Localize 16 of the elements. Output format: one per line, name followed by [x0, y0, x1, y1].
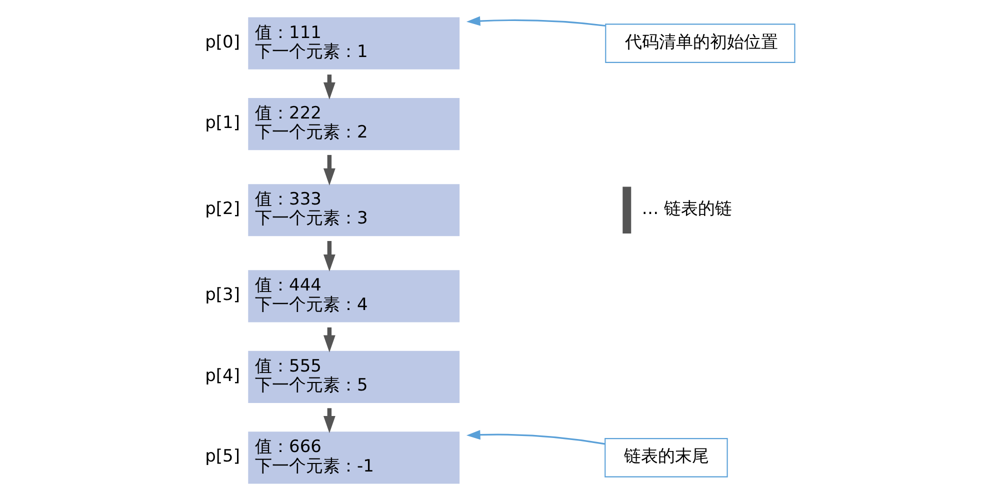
node-label: p[1] [204, 113, 240, 134]
node-label: p[4] [204, 366, 240, 386]
node-box: 代码清单的初始位置 [604, 24, 795, 63]
legend-label: … 链表的链 [641, 199, 732, 220]
arrow [322, 327, 335, 352]
node-label: p[2] [204, 199, 240, 220]
arrow [322, 408, 335, 434]
node-label: p[5] [204, 446, 240, 467]
arrow [322, 154, 335, 186]
arrow [466, 430, 605, 445]
arrow [322, 74, 335, 100]
node-box: 链表的末尾 [604, 438, 728, 478]
arrow [466, 16, 605, 27]
node-label: p[0] [204, 32, 240, 52]
node-label: p[3] [204, 285, 240, 306]
arrow [322, 241, 335, 272]
